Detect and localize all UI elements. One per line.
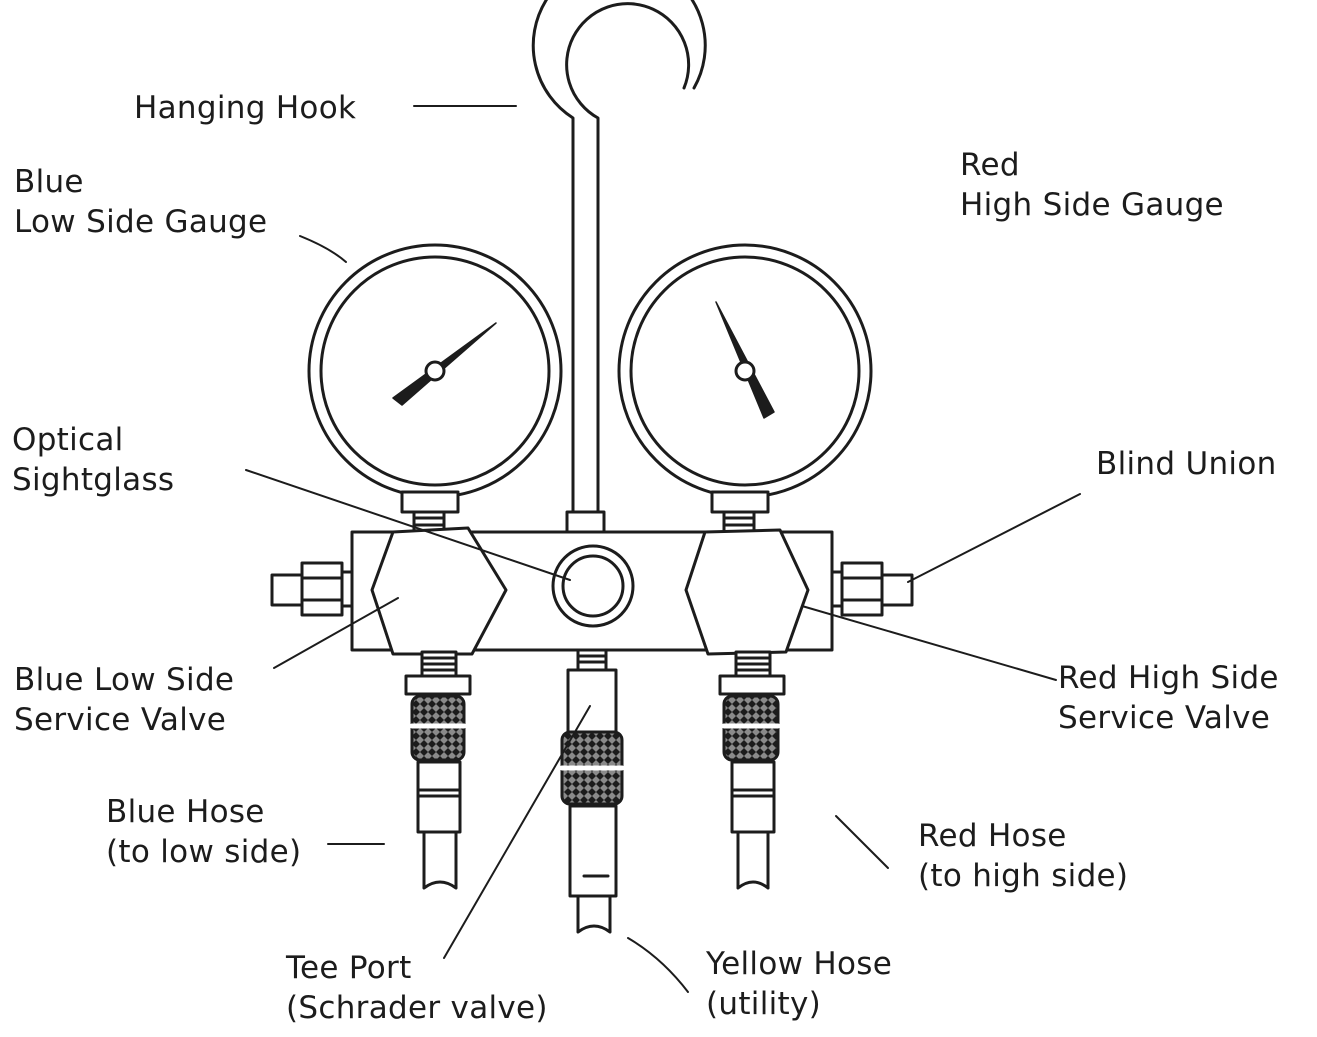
label-red-high-side-service-valve: Red High Side Service Valve [1058, 660, 1279, 736]
blind-union-fittings [270, 561, 914, 617]
low-valve-knob-icon [370, 526, 508, 656]
label-red-hose: Red Hose (to high side) [918, 818, 1129, 894]
label-blind-union: Blind Union [1096, 446, 1277, 482]
label-optical-sightglass: Optical Sightglass [12, 422, 175, 498]
gauge-neck-fittings [400, 490, 770, 534]
utility-hose-assembly [559, 648, 625, 934]
sightglass-icon [551, 544, 635, 628]
label-blue-hose: Blue Hose (to low side) [106, 794, 302, 870]
high-valve-knob-icon [684, 528, 810, 656]
label-hanging-hook: Hanging Hook [134, 90, 357, 126]
low-hose-assembly [404, 650, 472, 890]
label-blue-low-side-service-valve: Blue Low Side Service Valve [14, 662, 235, 738]
leader-lines [245, 105, 1081, 993]
low-gauge-icon [307, 243, 563, 499]
high-gauge-icon [617, 243, 873, 499]
hook-icon [531, 0, 707, 534]
label-red-high-side-gauge: Red High Side Gauge [960, 147, 1224, 223]
label-yellow-hose: Yellow Hose (utility) [706, 946, 893, 1022]
label-blue-low-side-gauge: Blue Low Side Gauge [14, 164, 268, 240]
label-tee-port: Tee Port (Schrader valve) [286, 950, 548, 1026]
high-hose-assembly [718, 650, 786, 890]
